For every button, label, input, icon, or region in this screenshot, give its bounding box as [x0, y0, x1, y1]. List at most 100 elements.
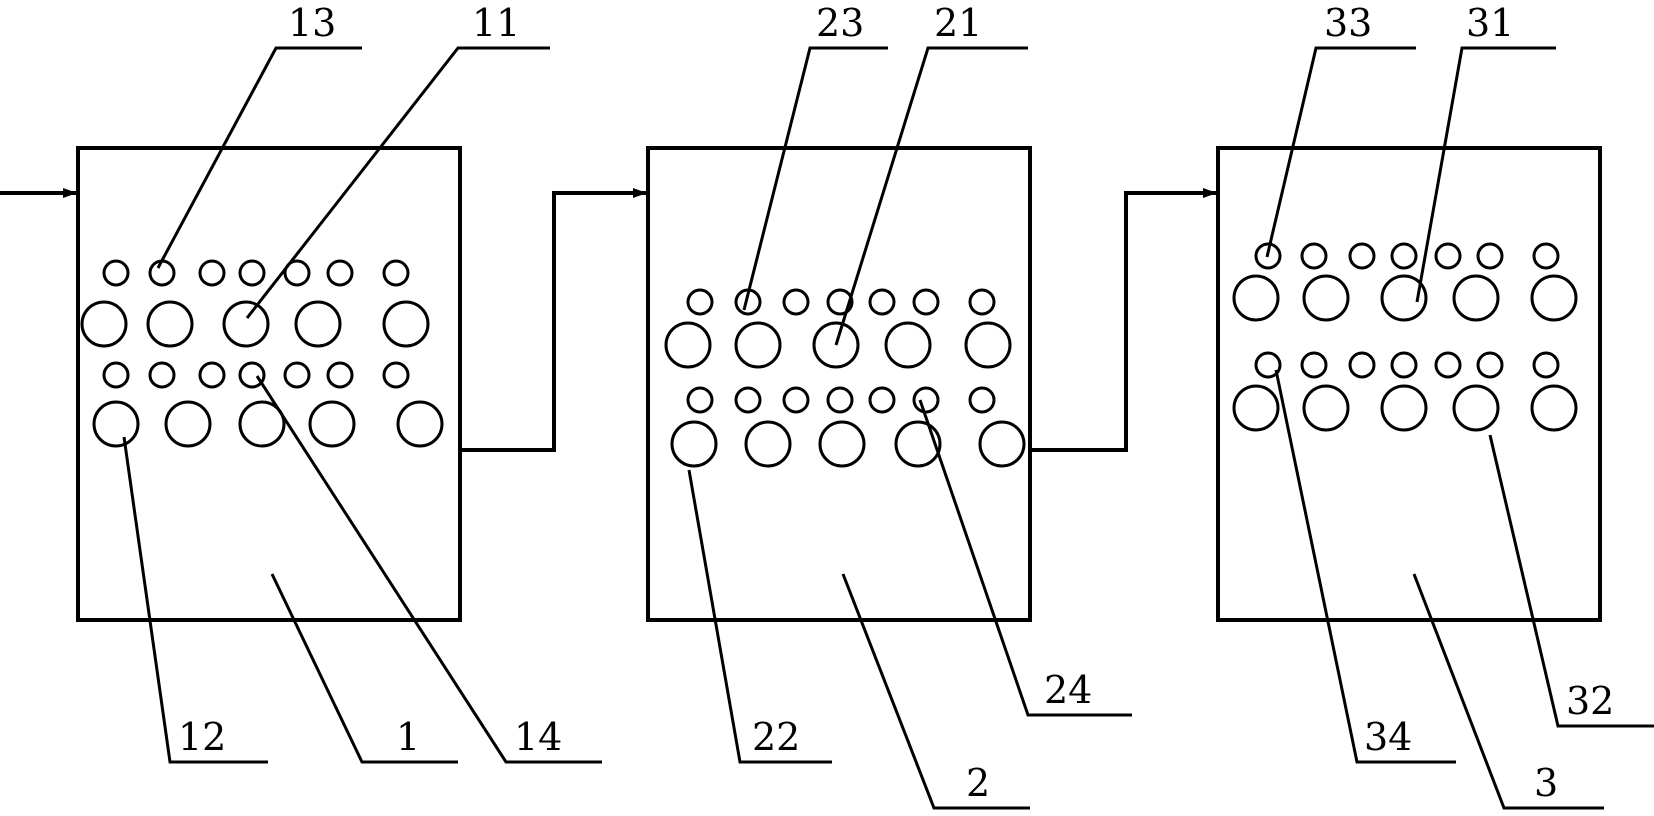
tank-3-box — [1216, 146, 1602, 622]
small-bubble — [1434, 351, 1462, 379]
large-bubble — [382, 300, 430, 348]
leader-22 — [687, 469, 832, 764]
small-bubble — [382, 361, 410, 389]
large-bubble — [1380, 384, 1428, 432]
small-bubble — [1532, 242, 1560, 270]
leader-11 — [245, 46, 550, 319]
large-bubble — [744, 420, 792, 468]
small-bubble — [686, 288, 714, 316]
large-bubble — [818, 420, 866, 468]
small-bubble — [1434, 242, 1462, 270]
leader-32 — [1488, 434, 1654, 728]
large-bubble — [1530, 274, 1578, 322]
small-bubble — [1476, 242, 1504, 270]
tank-1-box — [76, 146, 462, 622]
large-bubble — [734, 321, 782, 369]
callout-31-label: 31 — [1466, 1, 1514, 45]
small-bubble — [1300, 242, 1328, 270]
small-bubble — [283, 361, 311, 389]
callout-33-label: 33 — [1324, 1, 1372, 45]
small-bubble — [782, 386, 810, 414]
small-bubble — [198, 361, 226, 389]
leader-33 — [1265, 46, 1416, 258]
large-bubble — [80, 300, 128, 348]
small-bubble — [868, 288, 896, 316]
leader-1 — [270, 573, 458, 764]
leader-3 — [1412, 573, 1604, 810]
small-bubble — [968, 386, 996, 414]
large-bubble — [1302, 384, 1350, 432]
unit-3-label: 3 — [1534, 761, 1558, 805]
callout-23-label: 23 — [816, 1, 864, 45]
leader-14 — [255, 375, 602, 764]
small-bubble — [326, 361, 354, 389]
large-bubble — [1452, 274, 1500, 322]
leader-21 — [834, 46, 1028, 346]
tank-1-bubbles — [80, 259, 444, 448]
small-bubble — [912, 288, 940, 316]
large-bubble — [964, 321, 1012, 369]
callout-11-label: 11 — [472, 1, 520, 45]
large-bubble — [164, 400, 212, 448]
large-bubble — [664, 321, 712, 369]
large-bubble — [670, 420, 718, 468]
small-bubble — [1532, 351, 1560, 379]
leader-23 — [742, 46, 888, 311]
leader-2 — [841, 573, 1030, 810]
large-bubble — [294, 300, 342, 348]
unit-1-label: 1 — [396, 715, 420, 759]
small-bubble — [968, 288, 996, 316]
large-bubble — [1232, 274, 1280, 322]
small-bubble — [1254, 242, 1282, 270]
small-bubble — [1300, 351, 1328, 379]
small-bubble — [148, 259, 176, 287]
tank-2-box — [646, 146, 1032, 622]
large-bubble — [1380, 274, 1428, 322]
tank-3-bubbles — [1232, 242, 1578, 432]
large-bubble — [978, 420, 1026, 468]
large-bubble — [238, 400, 286, 448]
large-bubble — [92, 400, 140, 448]
small-bubble — [238, 259, 266, 287]
callout-21-label: 21 — [934, 1, 982, 45]
callout-32-label: 32 — [1566, 679, 1614, 723]
large-bubble — [222, 300, 270, 348]
small-bubble — [148, 361, 176, 389]
callout-22-label: 22 — [752, 715, 800, 759]
small-bubble — [1254, 351, 1282, 379]
small-bubble — [382, 259, 410, 287]
small-bubble — [826, 386, 854, 414]
large-bubble — [1232, 384, 1280, 432]
large-bubble — [308, 400, 356, 448]
leader-13 — [156, 46, 362, 269]
small-bubble — [238, 361, 266, 389]
large-bubble — [396, 400, 444, 448]
small-bubble — [326, 259, 354, 287]
small-bubble — [868, 386, 896, 414]
small-bubble — [782, 288, 810, 316]
small-bubble — [686, 386, 714, 414]
small-bubble — [912, 386, 940, 414]
small-bubble — [1390, 242, 1418, 270]
leader-34 — [1274, 369, 1456, 764]
small-bubble — [198, 259, 226, 287]
small-bubble — [102, 259, 130, 287]
small-bubble — [1348, 351, 1376, 379]
leader-12 — [122, 436, 268, 764]
leader-31 — [1415, 46, 1556, 303]
callout-14-label: 14 — [514, 715, 562, 759]
callout-13-label: 13 — [288, 1, 336, 45]
small-bubble — [102, 361, 130, 389]
small-bubble — [826, 288, 854, 316]
unit-2-label: 2 — [966, 761, 990, 805]
leader-lines — [122, 46, 1654, 810]
small-bubble — [1390, 351, 1418, 379]
small-bubble — [734, 386, 762, 414]
small-bubble — [283, 259, 311, 287]
pipe-1-to-2 — [460, 188, 647, 452]
small-bubble — [1476, 351, 1504, 379]
large-bubble — [1530, 384, 1578, 432]
large-bubble — [812, 321, 860, 369]
large-bubble — [1302, 274, 1350, 322]
